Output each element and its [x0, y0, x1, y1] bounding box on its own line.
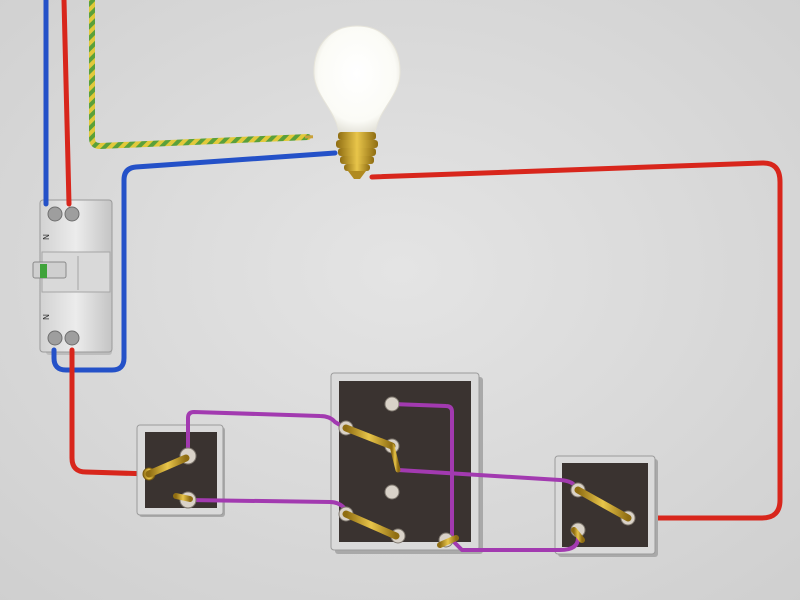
- lever-left: [145, 454, 190, 478]
- breaker-top-mark: N: [41, 234, 50, 240]
- phase-wire-supply: [61, 0, 72, 207]
- lever-mid-lower: [342, 510, 400, 540]
- traveler-left-upper: [186, 410, 347, 454]
- breaker-screw-top-right: [64, 206, 80, 222]
- breaker-toggle[interactable]: [32, 261, 67, 279]
- lever-mid-upper: [342, 424, 396, 450]
- light-bulb: [313, 25, 401, 179]
- breaker-on-indicator: [40, 264, 47, 278]
- traveler-top-bridge: [390, 402, 454, 540]
- right-switch-contacts: [570, 482, 636, 543]
- intermediate-switch-contacts: [338, 396, 459, 548]
- lamp-return-wire: [369, 160, 783, 521]
- bulb-base: [336, 132, 378, 179]
- circuit-breaker: N N: [32, 199, 113, 355]
- earth-wire: [89, 0, 311, 150]
- neutral-wire: [43, 0, 338, 373]
- two-way-switch-left: [136, 424, 225, 517]
- left-switch-contacts: [142, 447, 197, 509]
- breaker-screw-bottom-right: [64, 330, 80, 346]
- breaker-bottom-mark: N: [41, 314, 50, 320]
- intermediate-switch: [330, 372, 483, 554]
- breaker-screw-bottom-left: [47, 330, 63, 346]
- lever-right: [574, 486, 632, 522]
- phase-wire-to-switch: [69, 347, 153, 477]
- breaker-screw-top-left: [47, 206, 63, 222]
